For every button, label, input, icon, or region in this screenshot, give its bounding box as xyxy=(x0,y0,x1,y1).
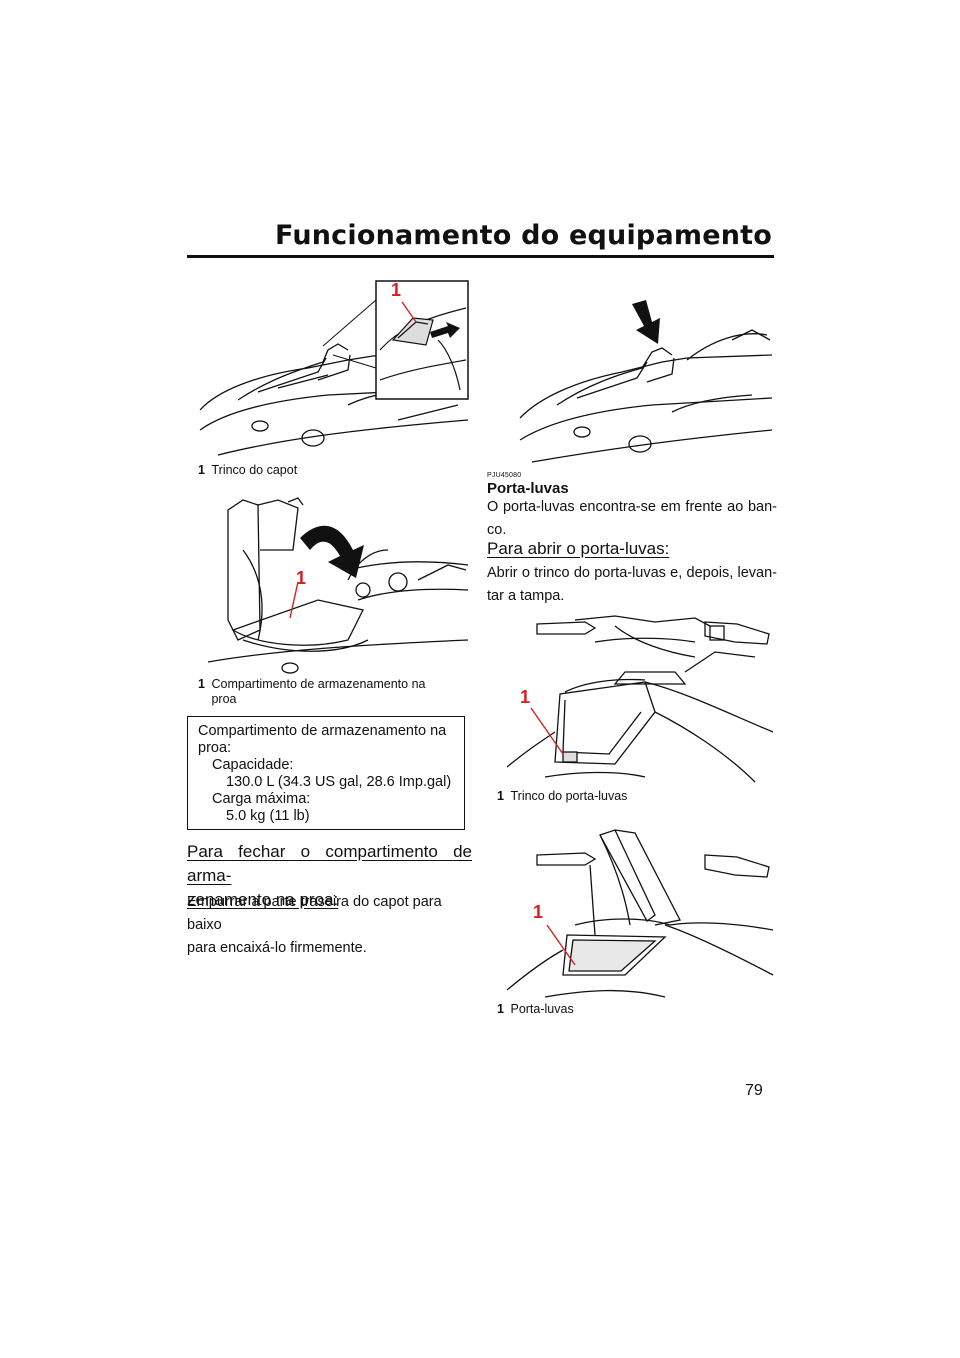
subheading-line: Para fechar o compartimento de arma- xyxy=(187,842,472,885)
paragraph-line: para encaixá-lo firmemente. xyxy=(187,940,367,956)
figure-callout: 1 xyxy=(533,902,544,922)
figure-hood-close xyxy=(512,300,774,465)
figure-callout: 1 xyxy=(520,687,531,707)
figure-caption: 1 Trinco do capot xyxy=(198,463,297,478)
inset-frame xyxy=(375,280,469,400)
caption-number: 1 xyxy=(198,463,205,477)
figure-bow-storage-open: 1 xyxy=(198,490,470,675)
figure-glove-latch: 1 xyxy=(505,612,775,787)
figure-hood-latch: 1 xyxy=(198,280,470,462)
glove-open-illustration xyxy=(506,829,774,998)
caption-line: Compartimento de armazenamento na xyxy=(211,677,426,691)
caption-text: Compartimento de armazenamento na proa xyxy=(211,677,425,707)
paragraph-line: Empurrar a parte traseira do capot para … xyxy=(187,894,442,933)
section-subheading: Para fechar o compartimento de arma- zen… xyxy=(187,840,472,912)
spec-value: 5.0 kg (11 lb) xyxy=(226,808,310,824)
figure-caption: 1 Trinco do porta-luvas xyxy=(497,789,627,804)
paragraph-line: tar a tampa. xyxy=(487,588,565,604)
hood-latch-illustration xyxy=(199,280,469,456)
caption-number: 1 xyxy=(198,677,205,691)
arrow-up-curved-icon xyxy=(300,525,364,578)
caption-number: 1 xyxy=(497,1002,504,1016)
spec-label: Carga máxima: xyxy=(212,791,311,807)
header-rule xyxy=(187,255,774,258)
reference-code: PJU45080 xyxy=(487,472,522,479)
paragraph-line: Abrir o trinco do porta-luvas e, depois,… xyxy=(487,565,777,581)
caption-text: Trinco do capot xyxy=(211,463,298,477)
page-number: 79 xyxy=(745,1082,763,1099)
arrow-right-icon xyxy=(430,322,460,338)
bow-storage-illustration xyxy=(207,497,469,674)
caption-text: Porta-luvas xyxy=(510,1002,574,1016)
caption-line: proa xyxy=(211,692,237,706)
page-title: Funcionamento do equipamento xyxy=(275,220,772,251)
figure-callout: 1 xyxy=(391,280,402,300)
paragraph-line: co. xyxy=(487,522,507,538)
arrow-down-icon xyxy=(632,300,660,344)
paragraph-line: O porta-luvas encontra-se em frente ao b… xyxy=(487,499,777,515)
glove-latch-illustration xyxy=(506,615,774,783)
spec-value: 130.0 L (34.3 US gal, 28.6 Imp.gal) xyxy=(226,774,452,790)
section-subheading: Para abrir o porta-luvas: xyxy=(487,539,670,558)
spec-title: Compartimento de armazenamento na xyxy=(198,723,447,739)
spec-label: Capacidade: xyxy=(212,757,294,773)
figure-callout: 1 xyxy=(296,568,307,588)
section-intro: O porta-luvas encontra-se em frente ao b… xyxy=(487,496,777,542)
body-paragraph: Abrir o trinco do porta-luvas e, depois,… xyxy=(487,562,777,608)
figure-caption: 1 Porta-luvas xyxy=(497,1002,574,1017)
figure-caption: 1 Compartimento de armazenamento na proa xyxy=(198,677,426,707)
figure-glove-open: 1 xyxy=(505,825,775,1000)
section-title: Porta-luvas xyxy=(487,480,569,497)
caption-text: Trinco do porta-luvas xyxy=(510,789,628,803)
caption-number: 1 xyxy=(497,789,504,803)
spec-box: Compartimento de armazenamento na proa: … xyxy=(187,716,465,830)
subheading-line: zenamento na proa: xyxy=(187,890,339,909)
body-paragraph: Empurrar a parte traseira do capot para … xyxy=(187,891,477,960)
hood-close-illustration xyxy=(519,300,773,463)
spec-title: proa: xyxy=(198,740,232,756)
